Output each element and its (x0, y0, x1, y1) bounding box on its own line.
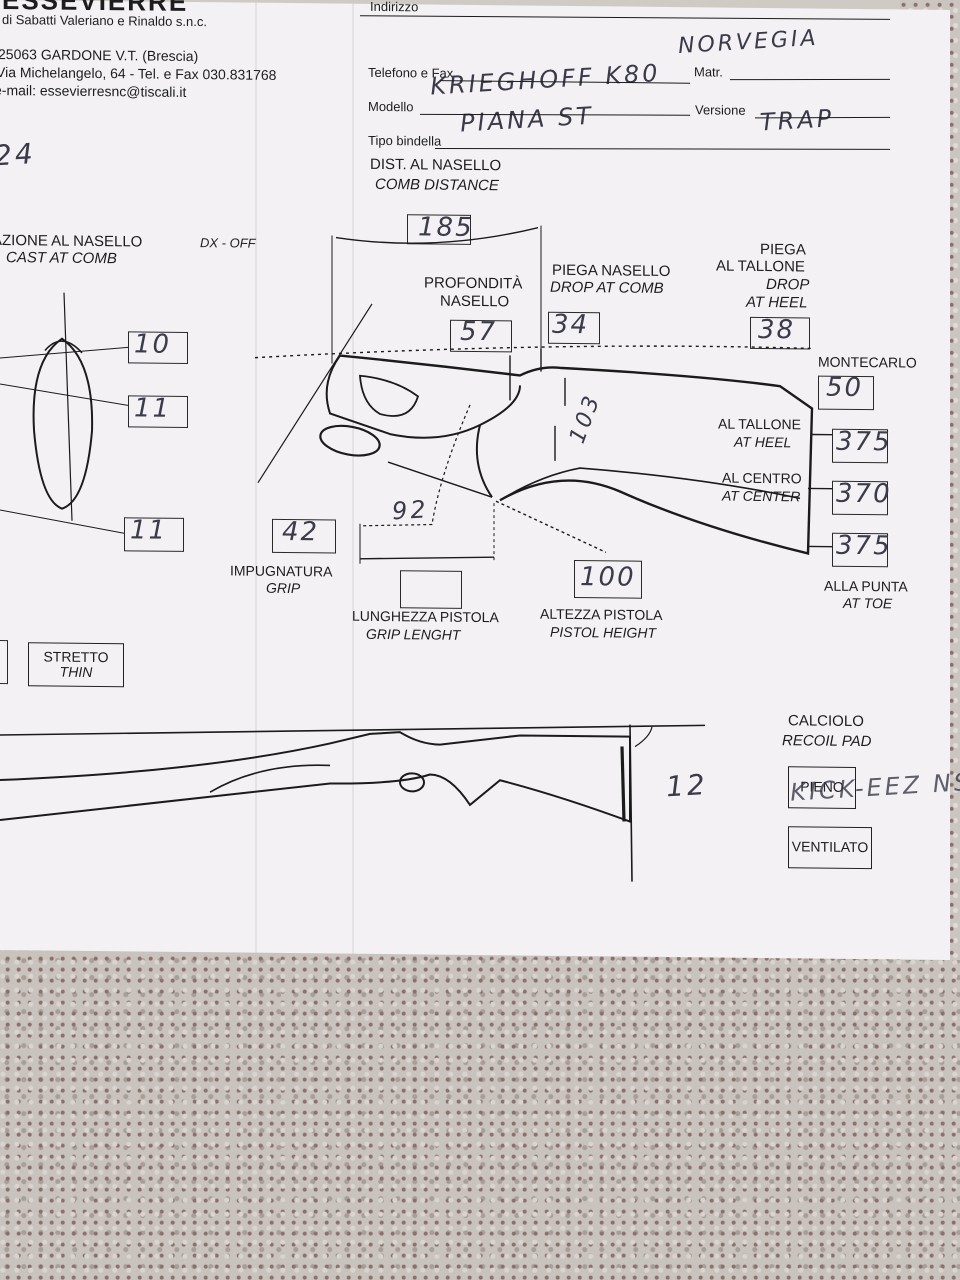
recoil-pad-edge (620, 746, 626, 822)
pitch-angle-arc (634, 726, 653, 748)
pitch-angle-line (257, 303, 373, 484)
telefono-line (440, 80, 690, 84)
cast-guide-2 (0, 383, 129, 406)
rib-line (0, 724, 706, 736)
stock-outline (339, 354, 814, 555)
pitch-vertical-line (629, 724, 633, 882)
matr-line (729, 78, 891, 81)
cast-center-line (63, 292, 73, 521)
comb-distance-arrow (335, 226, 539, 244)
grip-circumference-dotted (361, 404, 471, 527)
forend-line (209, 764, 331, 793)
gun-fitting-form: ESSEVIERRE di Sabatti Valeriano e Rinald… (0, 0, 960, 960)
grip-back-line (475, 424, 493, 498)
gun-side-profile (0, 731, 631, 824)
pistol-height-arrow (495, 500, 607, 553)
receiver-detail (359, 374, 420, 417)
cast-comb-top (44, 340, 83, 354)
grip-top-line (325, 354, 521, 439)
trigger-guard-side (399, 772, 425, 793)
indirizzo-line (359, 15, 891, 20)
bindella-line (434, 148, 891, 150)
modello-line (419, 113, 691, 116)
cast-guide-1 (0, 346, 129, 359)
stock-inner-line (499, 467, 801, 501)
trigger-guard (319, 424, 381, 457)
countertop (0, 930, 960, 1280)
versione-line (754, 116, 891, 119)
grip-length-arrow (359, 556, 495, 560)
cast-guide-3 (0, 509, 125, 534)
cast-stock-section (32, 337, 94, 510)
sight-line (254, 345, 813, 359)
gun-stock-drawing (0, 15, 891, 882)
arrow-92 (387, 461, 493, 498)
